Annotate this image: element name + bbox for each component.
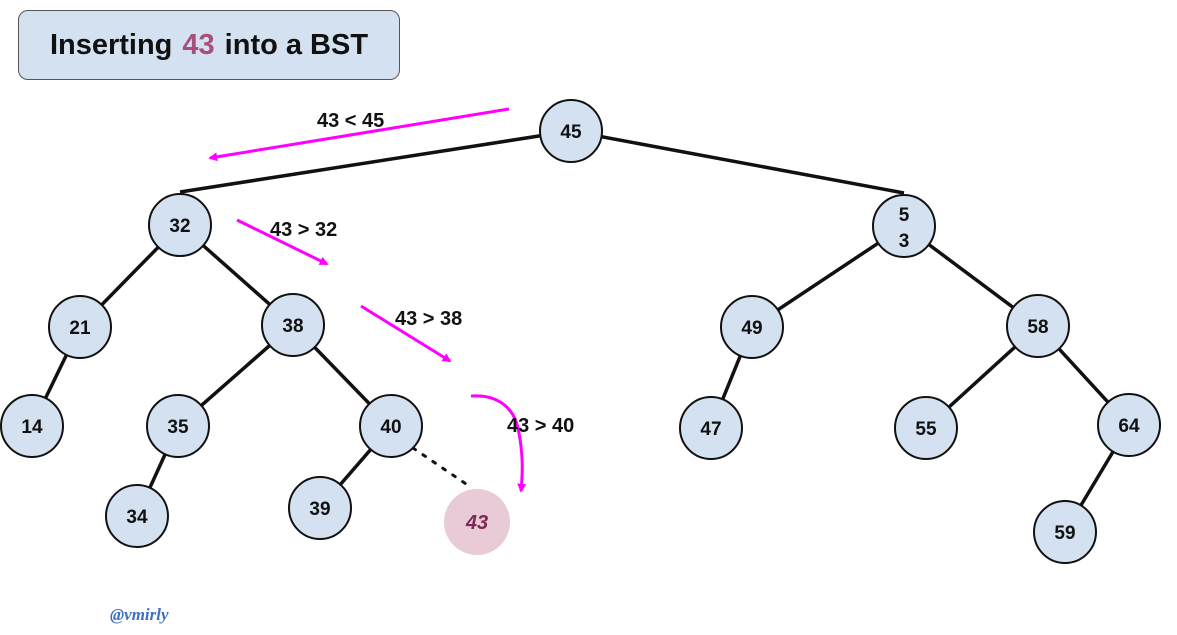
- title-value: 43: [182, 28, 215, 61]
- node-label: 35: [167, 417, 189, 438]
- arrow-compare-38: [360, 304, 452, 363]
- node-circle: [48, 295, 112, 359]
- node-circle: [1006, 294, 1070, 358]
- arrow-compare-45: [208, 107, 510, 162]
- node-59: 59: [1033, 500, 1097, 564]
- node-circle: [0, 394, 64, 458]
- node-38: 38: [261, 293, 325, 357]
- tree-edges: [30, 129, 1131, 533]
- comparison-labels: 43 < 45 43 > 32 43 > 38 43 > 40: [270, 110, 574, 437]
- node-circle: [894, 396, 958, 460]
- new-node-label: 43: [465, 512, 488, 534]
- node-53: 53: [872, 194, 936, 258]
- title-prefix: Inserting: [49, 28, 173, 61]
- comparison-label: 43 > 40: [507, 415, 574, 437]
- node-circle: [1033, 500, 1097, 564]
- node-circle: [148, 193, 212, 257]
- comparison-label: 43 > 32: [270, 219, 337, 241]
- node-label: 14: [21, 417, 43, 438]
- node-label: 21: [69, 318, 91, 339]
- search-path-arrows: [208, 107, 527, 493]
- edge-new-dotted: [411, 446, 474, 490]
- node-40: 40: [359, 394, 423, 458]
- node-circle: [261, 293, 325, 357]
- node-label: 5: [899, 205, 910, 226]
- node-45: 45: [539, 99, 603, 163]
- node-32: 32: [148, 193, 212, 257]
- comparison-label: 43 < 45: [317, 110, 384, 132]
- node-circle: [146, 394, 210, 458]
- node-label: 38: [282, 316, 303, 337]
- node-39: 39: [288, 476, 352, 540]
- edge-n45-n32: [179, 129, 572, 194]
- node-circle: [1097, 393, 1161, 457]
- new-node-circle: [444, 489, 510, 555]
- node-circle: [359, 394, 423, 458]
- node-label: 32: [169, 216, 190, 237]
- node-label: 3: [899, 231, 910, 252]
- node-label: 58: [1027, 317, 1048, 338]
- edge-n45-n53: [570, 129, 905, 195]
- node-label: 59: [1054, 523, 1075, 544]
- node-14: 14: [0, 394, 64, 458]
- node-label: 49: [741, 318, 762, 339]
- node-circle: [288, 476, 352, 540]
- node-label: 45: [560, 122, 582, 143]
- watermark: @vmirly: [110, 605, 169, 624]
- node-21: 21: [48, 295, 112, 359]
- comparison-label: 43 > 38: [395, 308, 462, 330]
- node-label: 34: [126, 507, 148, 528]
- node-circle: [872, 194, 936, 258]
- node-55: 55: [894, 396, 958, 460]
- node-label: 39: [309, 499, 330, 520]
- node-label: 55: [915, 419, 937, 440]
- node-34: 34: [105, 484, 169, 548]
- node-new-43: 43: [444, 489, 510, 555]
- title-box: Inserting 43 into a BST: [18, 10, 400, 80]
- title-suffix: into a BST: [224, 28, 369, 61]
- node-35: 35: [146, 394, 210, 458]
- arrow-compare-40: [470, 394, 527, 493]
- node-58: 58: [1006, 294, 1070, 358]
- node-49: 49: [720, 295, 784, 359]
- arrow-compare-32: [236, 218, 329, 266]
- node-label: 64: [1118, 416, 1140, 437]
- node-circle: [105, 484, 169, 548]
- node-47: 47: [679, 396, 743, 460]
- node-circle: [679, 396, 743, 460]
- node-64: 64: [1097, 393, 1161, 457]
- node-circle: [720, 295, 784, 359]
- node-circle: [539, 99, 603, 163]
- node-label: 40: [380, 417, 401, 438]
- node-label: 47: [700, 419, 721, 440]
